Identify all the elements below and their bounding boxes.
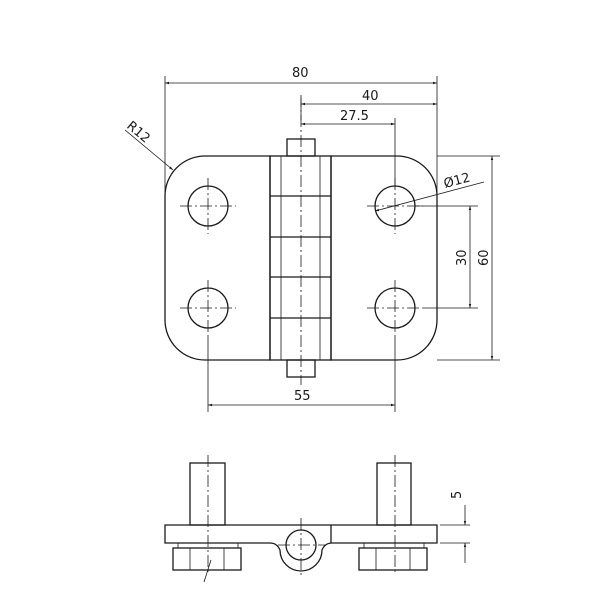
dim-overall-width: 80	[292, 66, 309, 81]
dim-hole-spacing-horizontal: 55	[294, 389, 311, 404]
side-view: 5	[164, 455, 470, 583]
left-nut	[172, 542, 242, 571]
dim-hole-offset: 27.5	[340, 109, 369, 124]
dim-half-width: 40	[362, 89, 379, 104]
right-nut	[358, 542, 428, 571]
dimension-lines	[124, 76, 500, 412]
dim-thickness: 5	[450, 491, 465, 499]
knuckle	[269, 95, 332, 385]
left-leaf	[164, 155, 271, 361]
right-post	[376, 462, 412, 526]
dim-hole-spacing-vertical: 30	[455, 249, 470, 266]
dim-overall-height: 60	[477, 249, 492, 266]
plate	[164, 524, 438, 572]
dim-corner-radius: R12	[123, 119, 152, 147]
holes	[180, 178, 423, 336]
top-view: 80 40 27.5 R12 Ø12 30 60 55	[123, 66, 500, 412]
right-leaf	[330, 155, 438, 361]
left-post	[189, 462, 226, 526]
dim-hole-diameter: Ø12	[442, 170, 472, 191]
